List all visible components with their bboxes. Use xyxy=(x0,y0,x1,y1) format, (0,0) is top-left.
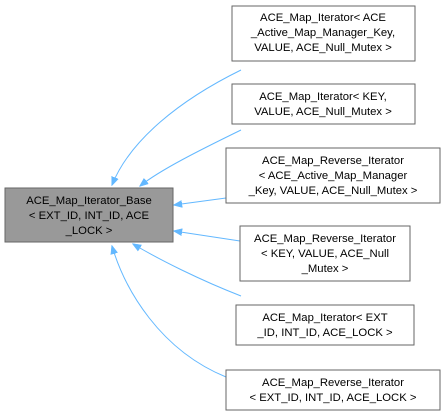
edge-child-1 xyxy=(112,69,242,185)
child-1-label-line-1: ACE_Map_Iterator< ACE xyxy=(260,12,386,24)
child-6-label-line-2: < EXT_ID, INT_ID, ACE_LOCK > xyxy=(249,392,416,404)
child-4-label-line-3: _Mutex > xyxy=(301,263,349,275)
child-6-label-line-1: ACE_Map_Reverse_Iterator xyxy=(262,377,404,389)
child-5-label-line-2: _ID, INT_ID, ACE_LOCK > xyxy=(256,327,393,339)
child-1-label-line-2: _Active_Map_Manager_Key, xyxy=(250,27,395,39)
child-class-box-3 xyxy=(225,147,441,204)
child-3-label-line-2: < ACE_Active_Map_Manager xyxy=(259,170,408,182)
child-4-label-line-1: ACE_Map_Reverse_Iterator xyxy=(254,233,396,245)
base-class-box xyxy=(4,187,174,243)
base-class-label-line-2: < EXT_ID, INT_ID, ACE xyxy=(29,210,150,222)
base-class-node[interactable]: ACE_Map_Iterator_Base < EXT_ID, INT_ID, … xyxy=(4,187,174,243)
child-5-label-line-1: ACE_Map_Iterator< EXT xyxy=(262,312,387,324)
child-3-label-line-3: _Key, VALUE, ACE_Null_Mutex > xyxy=(248,185,418,197)
child-class-box-6 xyxy=(225,369,441,411)
edge-child-6 xyxy=(112,246,227,378)
child-class-node-5[interactable]: ACE_Map_Iterator< EXT _ID, INT_ID, ACE_L… xyxy=(235,304,415,346)
child-2-label-line-1: ACE_Map_Iterator< KEY, xyxy=(259,91,387,103)
child-1-label-line-3: VALUE, ACE_Null_Mutex > xyxy=(254,42,392,54)
child-class-node-3[interactable]: ACE_Map_Reverse_Iterator < ACE_Active_Ma… xyxy=(225,147,441,204)
edge-child-4 xyxy=(174,231,241,242)
edge-child-2 xyxy=(140,129,242,186)
child-class-node-6[interactable]: ACE_Map_Reverse_Iterator < EXT_ID, INT_I… xyxy=(225,369,441,411)
child-class-box-5 xyxy=(235,304,415,346)
base-class-label-line-1: ACE_Map_Iterator_Base xyxy=(26,195,152,207)
child-class-node-2[interactable]: ACE_Map_Iterator< KEY, VALUE, ACE_Null_M… xyxy=(231,83,416,125)
child-class-box-1 xyxy=(231,5,416,62)
edge-child-3 xyxy=(174,197,227,205)
edge-child-5 xyxy=(133,244,242,297)
base-class-label-line-3: _LOCK > xyxy=(65,225,113,237)
child-class-box-4 xyxy=(239,225,411,282)
child-3-label-line-1: ACE_Map_Reverse_Iterator xyxy=(262,155,404,167)
child-2-label-line-2: VALUE, ACE_Null_Mutex > xyxy=(254,106,392,118)
child-4-label-line-2: < KEY, VALUE, ACE_Null xyxy=(261,248,389,260)
child-class-node-4[interactable]: ACE_Map_Reverse_Iterator < KEY, VALUE, A… xyxy=(239,225,411,282)
child-class-box-2 xyxy=(231,83,416,125)
child-class-node-1[interactable]: ACE_Map_Iterator< ACE _Active_Map_Manage… xyxy=(231,5,416,62)
inheritance-edges xyxy=(112,69,242,378)
